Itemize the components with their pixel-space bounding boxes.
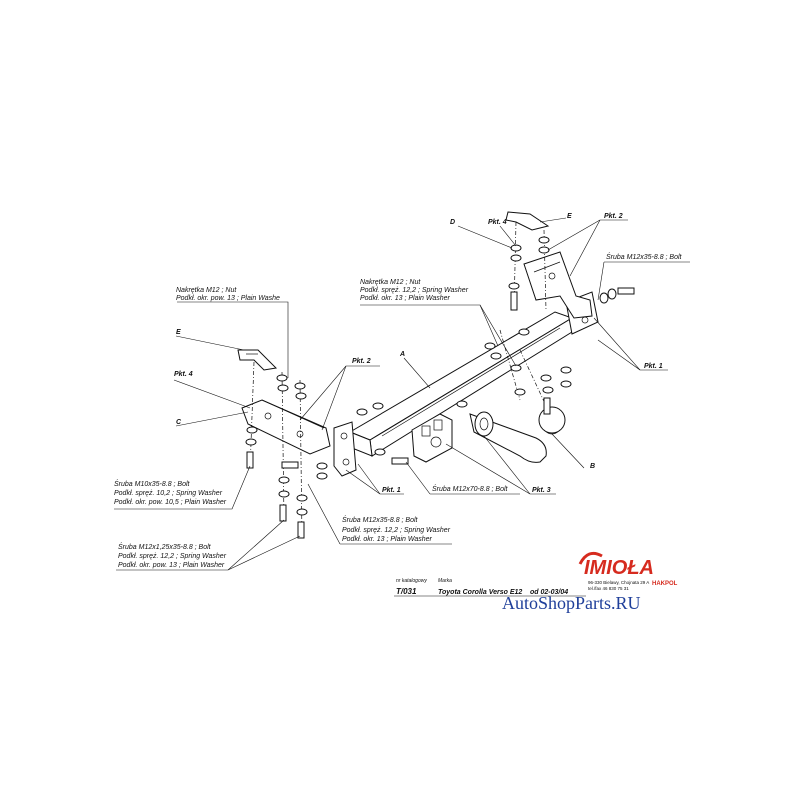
- logo-name: IMIOŁA: [584, 557, 654, 579]
- logo-swoosh: [578, 551, 603, 565]
- pkt4-right: Pkt. 4: [488, 219, 507, 226]
- letter-e-right: E: [567, 213, 572, 220]
- pkt4-left: Pkt. 4: [174, 371, 193, 378]
- logo-address: 96-330 Bielawy, Chojnata 29 A: [588, 580, 649, 585]
- letter-b: B: [590, 463, 595, 470]
- vehicle-model: Toyota Corolla Verso E12: [438, 589, 522, 596]
- label-bolt-m12-fine-2: Podkł. spręż. 12,2 ; Spring Washer: [118, 553, 227, 560]
- label-nut-center-2: Podkł. spręż. 12,2 ; Spring Washer: [360, 287, 469, 294]
- label-bolt-right: Śruba M12x35-8.8 ; Bolt: [606, 252, 683, 261]
- label-bolt-m12x70: Śruba M12x70-8.8 ; Bolt: [432, 484, 509, 493]
- letter-c: C: [176, 419, 182, 426]
- label-bolt-m12-mid-1: Śruba M12x35-8.8 ; Bolt: [342, 515, 419, 524]
- left-side-bracket: [241, 399, 331, 455]
- label-nut-left-1: Nakrętka M12 ; Nut: [176, 287, 237, 294]
- watermark: AutoShopParts.RU: [502, 593, 641, 613]
- ball-mount-plate: [411, 413, 453, 463]
- right-clip-e: [505, 211, 550, 231]
- fasteners: [245, 236, 635, 539]
- label-bolt-m10-1: Śruba M10x35-8.8 ; Bolt: [114, 479, 191, 488]
- main-crossbeam: [348, 311, 574, 457]
- label-bolt-m10-2: Podkł. spręż. 10,2 ; Spring Washer: [114, 490, 223, 497]
- left-end-plate: [333, 421, 357, 477]
- label-bolt-m10-3: Podkł. okr. pow. 10,5 ; Plain Washer: [114, 499, 227, 506]
- right-side-bracket: [523, 251, 593, 319]
- label-nut-center-3: Podkł. okr. 13 ; Plain Washer: [360, 295, 451, 302]
- logo-phone: tel./fax 46 830 75 31: [588, 586, 629, 591]
- title-block: nr katalogowy Marka T/031 Toyota Corolla…: [396, 578, 568, 596]
- imiola-logo: IMIOŁA HAKPOL 96-330 Bielawy, Chojnata 2…: [578, 551, 678, 591]
- watermark-text: AutoShopParts.RU: [502, 593, 641, 613]
- pkt1-left: Pkt. 1: [382, 487, 401, 494]
- label-bolt-m12-fine-3: Podkł. okr. pow. 13 ; Plain Washer: [118, 562, 225, 569]
- pkt3: Pkt. 3: [532, 487, 551, 494]
- brand-header: Marka: [438, 578, 452, 584]
- letter-e-left: E: [176, 329, 181, 336]
- tow-ball-neck: [469, 406, 566, 463]
- logo-sub: HAKPOL: [652, 581, 678, 587]
- left-clip-e: [237, 349, 278, 371]
- catalog-header: nr katalogowy: [396, 578, 427, 584]
- pkt1-right: Pkt. 1: [644, 363, 663, 370]
- callout-labels: Nakrętka M12 ; Nut Podkł. okr. pow. 13 ;…: [114, 213, 683, 569]
- label-bolt-m12-mid-3: Podkł. okr. 13 ; Plain Washer: [342, 536, 433, 543]
- letter-d: D: [450, 219, 455, 226]
- leader-lines: [114, 217, 690, 597]
- pkt2-left: Pkt. 2: [352, 358, 371, 365]
- catalog-number: T/031: [396, 587, 417, 596]
- pkt2-right: Pkt. 2: [604, 213, 623, 220]
- label-bolt-m12-mid-2: Podkł. spręż. 12,2 ; Spring Washer: [342, 527, 451, 534]
- label-bolt-m12-fine-1: Śruba M12x1,25x35-8.8 ; Bolt: [118, 542, 212, 551]
- label-nut-center-1: Nakrętka M12 ; Nut: [360, 279, 421, 286]
- label-nut-left-2: Podkł. okr. pow. 13 ; Plain Washe: [176, 295, 280, 302]
- production-date: od 02-03/04: [530, 589, 568, 596]
- letter-a: A: [399, 351, 405, 358]
